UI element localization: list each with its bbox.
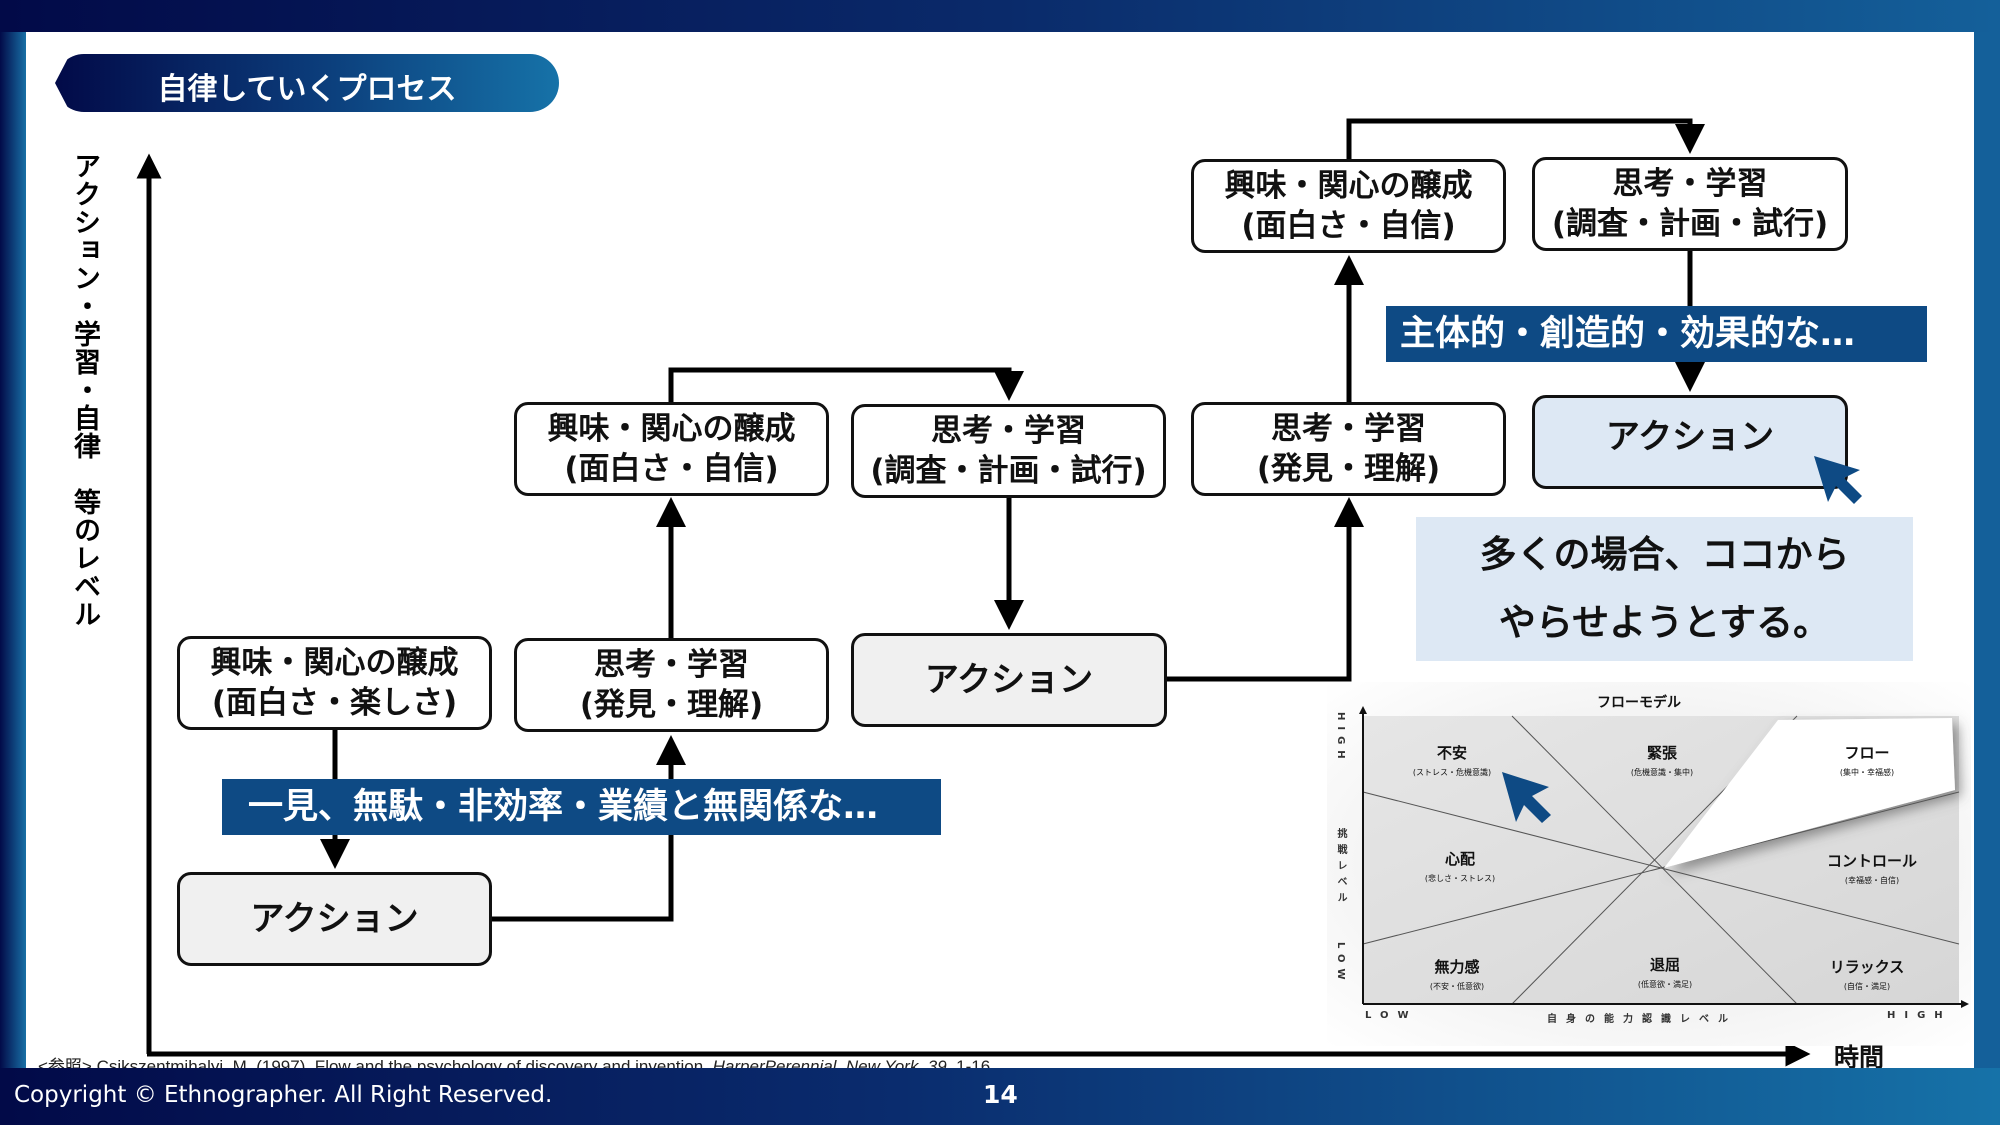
- box-line1: 興味・関心の醸成: [547, 411, 796, 447]
- box-line1: 思考・学習: [1612, 166, 1768, 202]
- box-label: アクション: [1605, 417, 1775, 457]
- zone-control: コントロール (幸福感・自信): [1826, 852, 1917, 885]
- arrow-action-2-to-thinking-2: [1167, 497, 1364, 682]
- banner-early-stage: 一見、無駄・非効率・業績と無関係な…: [222, 779, 941, 835]
- flow-x-high-label: HIGH: [1887, 1010, 1952, 1021]
- box-interest-confidence-1: 興味・関心の醸成 (面白さ・自信): [514, 402, 829, 496]
- flow-y-axis-label: 挑戦レベル: [1335, 828, 1346, 908]
- flow-x-low-label: LOW: [1365, 1010, 1418, 1021]
- flow-x-axis-arrowhead: [1961, 1000, 1969, 1008]
- arrow-interest-1-to-research-1: [668, 367, 1024, 402]
- box-thinking-research-1: 思考・学習 (調査・計画・試行): [851, 404, 1166, 498]
- banner-later-stage: 主体的・創造的・効果的な…: [1386, 306, 1927, 362]
- divider-line: [1362, 791, 1960, 945]
- y-axis-label: アクション・学習・自律 等のレベル: [69, 152, 100, 628]
- zone-anxiety: 不安 (ストレス・危機意識): [1412, 744, 1492, 777]
- box-label: アクション: [250, 899, 419, 939]
- flow-y-low-label: LOW: [1335, 942, 1346, 986]
- flow-y-high-label: HIGH: [1335, 712, 1346, 765]
- box-line2: (調査・計画・試行): [870, 453, 1147, 489]
- left-accent-strip: [0, 32, 26, 1068]
- flow-zone-highlight: [1664, 718, 1955, 868]
- right-accent-strip: [1974, 32, 2000, 1068]
- x-axis-label: 時間: [1834, 1043, 1885, 1072]
- box-action-3: アクション: [1532, 395, 1848, 489]
- box-thinking-research-2: 思考・学習 (調査・計画・試行): [1532, 157, 1848, 251]
- slide-title-banner: 自律していくプロセス: [55, 54, 559, 112]
- footer-bar: Copyright © Ethnographer. All Right Rese…: [0, 1068, 2000, 1125]
- box-line2: (面白さ・楽しさ): [211, 685, 458, 721]
- flow-model-title: フローモデル: [1597, 695, 1681, 711]
- slide-title: 自律していくプロセス: [157, 72, 457, 107]
- zone-apathy: 無力感 (不安・低意欲): [1429, 958, 1485, 991]
- arrow-interest-2-to-research-2: [1346, 118, 1705, 159]
- callout-line1: 多くの場合、ココから: [1479, 533, 1850, 576]
- box-line1: 興味・関心の醸成: [210, 645, 459, 681]
- box-line2: (面白さ・自信): [564, 451, 779, 487]
- callout-box: 多くの場合、ココから やらせようとする。: [1416, 517, 1913, 661]
- top-bar: [0, 0, 2000, 32]
- box-line1: 思考・学習: [594, 647, 749, 683]
- pointer-cursor-icon: [1814, 456, 1862, 504]
- flow-y-axis-arrowhead: [1359, 706, 1367, 714]
- flow-model-chart: [1359, 706, 1969, 1008]
- box-line2: (調査・計画・試行): [1551, 206, 1829, 242]
- zone-worry: 心配 (悲しさ・ストレス): [1424, 850, 1496, 883]
- flow-pointer-cursor-icon: [1502, 772, 1551, 823]
- box-action-2: アクション: [851, 633, 1167, 727]
- zone-flow: フロー (集中・幸福感): [1839, 744, 1895, 777]
- box-thinking-discovery-2: 思考・学習 (発見・理解): [1191, 402, 1506, 496]
- zone-boredom: 退屈 (低意欲・満足): [1637, 956, 1693, 989]
- flow-model-inset: フローモデル 不安 (ストレス・危機意識) 緊張 (危機: [1327, 682, 1971, 1046]
- box-label: アクション: [924, 660, 1094, 700]
- box-line1: 興味・関心の醸成: [1224, 168, 1473, 204]
- box-interest-fun: 興味・関心の醸成 (面白さ・楽しさ): [177, 636, 492, 730]
- flow-x-axis-label: 自身の能力認識レベル: [1547, 1014, 1737, 1025]
- banner-early-text: 一見、無駄・非効率・業績と無関係な…: [248, 787, 879, 827]
- box-thinking-discovery-1: 思考・学習 (発見・理解): [514, 638, 829, 732]
- zone-relaxation: リラックス (自信・満足): [1829, 958, 1905, 991]
- box-line1: 思考・学習: [931, 413, 1086, 449]
- box-line1: 思考・学習: [1271, 411, 1426, 447]
- zone-arousal: 緊張 (危機意識・集中): [1630, 744, 1694, 777]
- callout-line2: やらせようとする。: [1498, 601, 1831, 644]
- box-line2: (発見・理解): [1256, 451, 1441, 487]
- banner-later-text: 主体的・創造的・効果的な…: [1400, 314, 1856, 354]
- page-number: 14: [983, 1080, 1018, 1109]
- box-action-1: アクション: [177, 872, 492, 966]
- box-line2: (発見・理解): [579, 687, 764, 723]
- box-line2: (面白さ・自信): [1241, 208, 1456, 244]
- box-interest-confidence-2: 興味・関心の醸成 (面白さ・自信): [1191, 159, 1506, 253]
- copyright-text: Copyright © Ethnographer. All Right Rese…: [14, 1082, 553, 1108]
